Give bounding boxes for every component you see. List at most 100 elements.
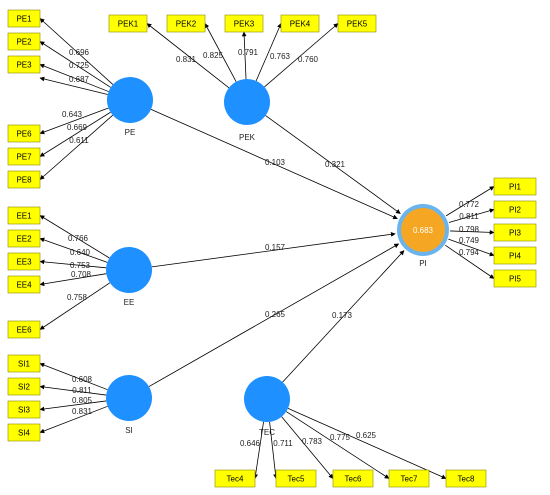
indicator-pi3[interactable]: PI3 <box>493 223 537 242</box>
indicator-box <box>7 423 41 442</box>
indicator-box <box>7 400 41 419</box>
loading-arrow-pi2 <box>448 208 495 223</box>
path-coefficient-tec: 0.173 <box>332 311 353 320</box>
loading-arrow-pi5 <box>445 244 495 279</box>
indicator-box <box>280 14 320 33</box>
indicator-label: PE3 <box>16 61 32 70</box>
indicator-label: PE1 <box>16 15 32 24</box>
indicator-ee4[interactable]: EE4 <box>7 275 41 294</box>
indicator-tec5[interactable]: Tec5 <box>275 469 317 488</box>
loading-value-pek5: 0.760 <box>298 55 319 64</box>
indicator-label: PE2 <box>16 38 32 47</box>
loading-value-ee1: 0.766 <box>68 234 89 243</box>
loading-arrow-ee1 <box>39 215 110 259</box>
indicator-box <box>7 9 41 28</box>
loading-value-pe3: 0.725 <box>69 61 90 70</box>
indicator-ee1[interactable]: EE1 <box>7 206 41 225</box>
loading-value-tec5: 0.711 <box>273 439 293 448</box>
latent-ee[interactable]: EE <box>106 247 152 307</box>
indicator-box <box>7 252 41 271</box>
path-arrow-pe-to-pi <box>150 108 398 220</box>
loading-arrow-pek2 <box>204 23 237 82</box>
indicator-pek5[interactable]: PEK5 <box>337 14 377 33</box>
loading-arrow-pe7 <box>39 111 111 157</box>
loading-value-pi5: 0.794 <box>459 248 480 257</box>
indicator-si4[interactable]: SI4 <box>7 423 41 442</box>
indicator-si3[interactable]: SI3 <box>7 400 41 419</box>
indicator-pe6[interactable]: PE6 <box>7 124 41 143</box>
indicator-tec7[interactable]: Tec7 <box>388 469 430 488</box>
loading-arrow-pi4 <box>448 238 495 257</box>
loading-value-si1: 0.608 <box>72 375 93 384</box>
indicator-pek3[interactable]: PEK3 <box>224 14 264 33</box>
indicator-pe8[interactable]: PE8 <box>7 170 41 189</box>
latent-pe[interactable]: PE <box>107 77 153 137</box>
indicator-pi1[interactable]: PI1 <box>493 177 537 196</box>
loading-arrow-tec6 <box>281 416 334 479</box>
indicator-pek1[interactable]: PEK1 <box>108 14 148 33</box>
path-coefficient-pek: 0.321 <box>325 160 346 169</box>
indicator-box <box>7 206 41 225</box>
loading-value-si3: 0.805 <box>72 396 93 405</box>
loading-arrow-ee4 <box>39 273 107 287</box>
indicator-pek2[interactable]: PEK2 <box>166 14 206 33</box>
loading-value-si2: 0.811 <box>72 386 92 395</box>
indicator-ee6[interactable]: EE6 <box>7 320 41 339</box>
loading-arrow-pe3b <box>39 76 108 95</box>
loading-value-ee2: 0.640 <box>70 248 91 257</box>
r-squared-value: 0.683 <box>413 226 434 235</box>
indicator-label: PEK5 <box>347 20 368 29</box>
loading-arrow-pe2 <box>39 41 111 88</box>
loading-value-pek4: 0.763 <box>270 52 291 61</box>
indicator-tec4[interactable]: Tec4 <box>214 469 256 488</box>
indicator-pe1[interactable]: PE1 <box>7 9 41 28</box>
indicator-si1[interactable]: SI1 <box>7 354 41 373</box>
indicator-pe2[interactable]: PE2 <box>7 32 41 51</box>
indicator-tec8[interactable]: Tec8 <box>445 469 487 488</box>
latent-tec[interactable]: TEC <box>244 376 290 437</box>
indicator-pi4[interactable]: PI4 <box>493 246 537 265</box>
indicator-pe7[interactable]: PE7 <box>7 147 41 166</box>
latent-circle <box>224 79 270 125</box>
indicator-pi5[interactable]: PI5 <box>493 269 537 288</box>
loading-value-pi1: 0.772 <box>459 200 480 209</box>
latent-si[interactable]: SI <box>106 375 152 435</box>
indicator-box <box>224 14 264 33</box>
loading-arrow-pek4 <box>255 23 282 82</box>
indicator-ee2[interactable]: EE2 <box>7 229 41 248</box>
latent-label: SI <box>125 426 133 435</box>
indicator-label: PI5 <box>509 275 522 284</box>
loading-arrow-ee3 <box>39 259 107 269</box>
indicator-label: Tec4 <box>227 475 244 484</box>
loading-arrow-tec4 <box>253 421 264 479</box>
latent-circle <box>107 77 153 123</box>
indicator-box <box>214 469 256 488</box>
indicator-pi2[interactable]: PI2 <box>493 200 537 219</box>
indicator-label: PEK3 <box>234 20 255 29</box>
indicator-box <box>493 223 537 242</box>
path-coefficient-si: 0.265 <box>265 310 286 319</box>
indicator-ee3[interactable]: EE3 <box>7 252 41 271</box>
indicator-label: SI1 <box>18 360 31 369</box>
indicator-pe3[interactable]: PE3 <box>7 55 41 74</box>
loading-value-pi2: 0.811 <box>459 212 479 221</box>
loading-value-ee4: 0.708 <box>71 270 92 279</box>
loading-arrow-si1 <box>39 362 108 391</box>
indicator-label: PE7 <box>16 153 32 162</box>
latent-label: TEC <box>259 428 275 437</box>
loading-value-tec7: 0.775 <box>330 433 351 442</box>
loading-arrow-tec8 <box>287 407 447 479</box>
loading-arrow-tec7 <box>286 411 390 479</box>
indicator-pek4[interactable]: PEK4 <box>280 14 320 33</box>
path-arrow-tec-to-pi <box>282 250 405 383</box>
indicator-tec6[interactable]: Tec6 <box>332 469 374 488</box>
indicator-box <box>108 14 148 33</box>
latent-label: PE <box>125 128 136 137</box>
latent-circle <box>401 208 445 252</box>
indicator-si2[interactable]: SI2 <box>7 377 41 396</box>
latent-pek[interactable]: PEK <box>224 79 270 142</box>
indicator-box <box>445 469 487 488</box>
